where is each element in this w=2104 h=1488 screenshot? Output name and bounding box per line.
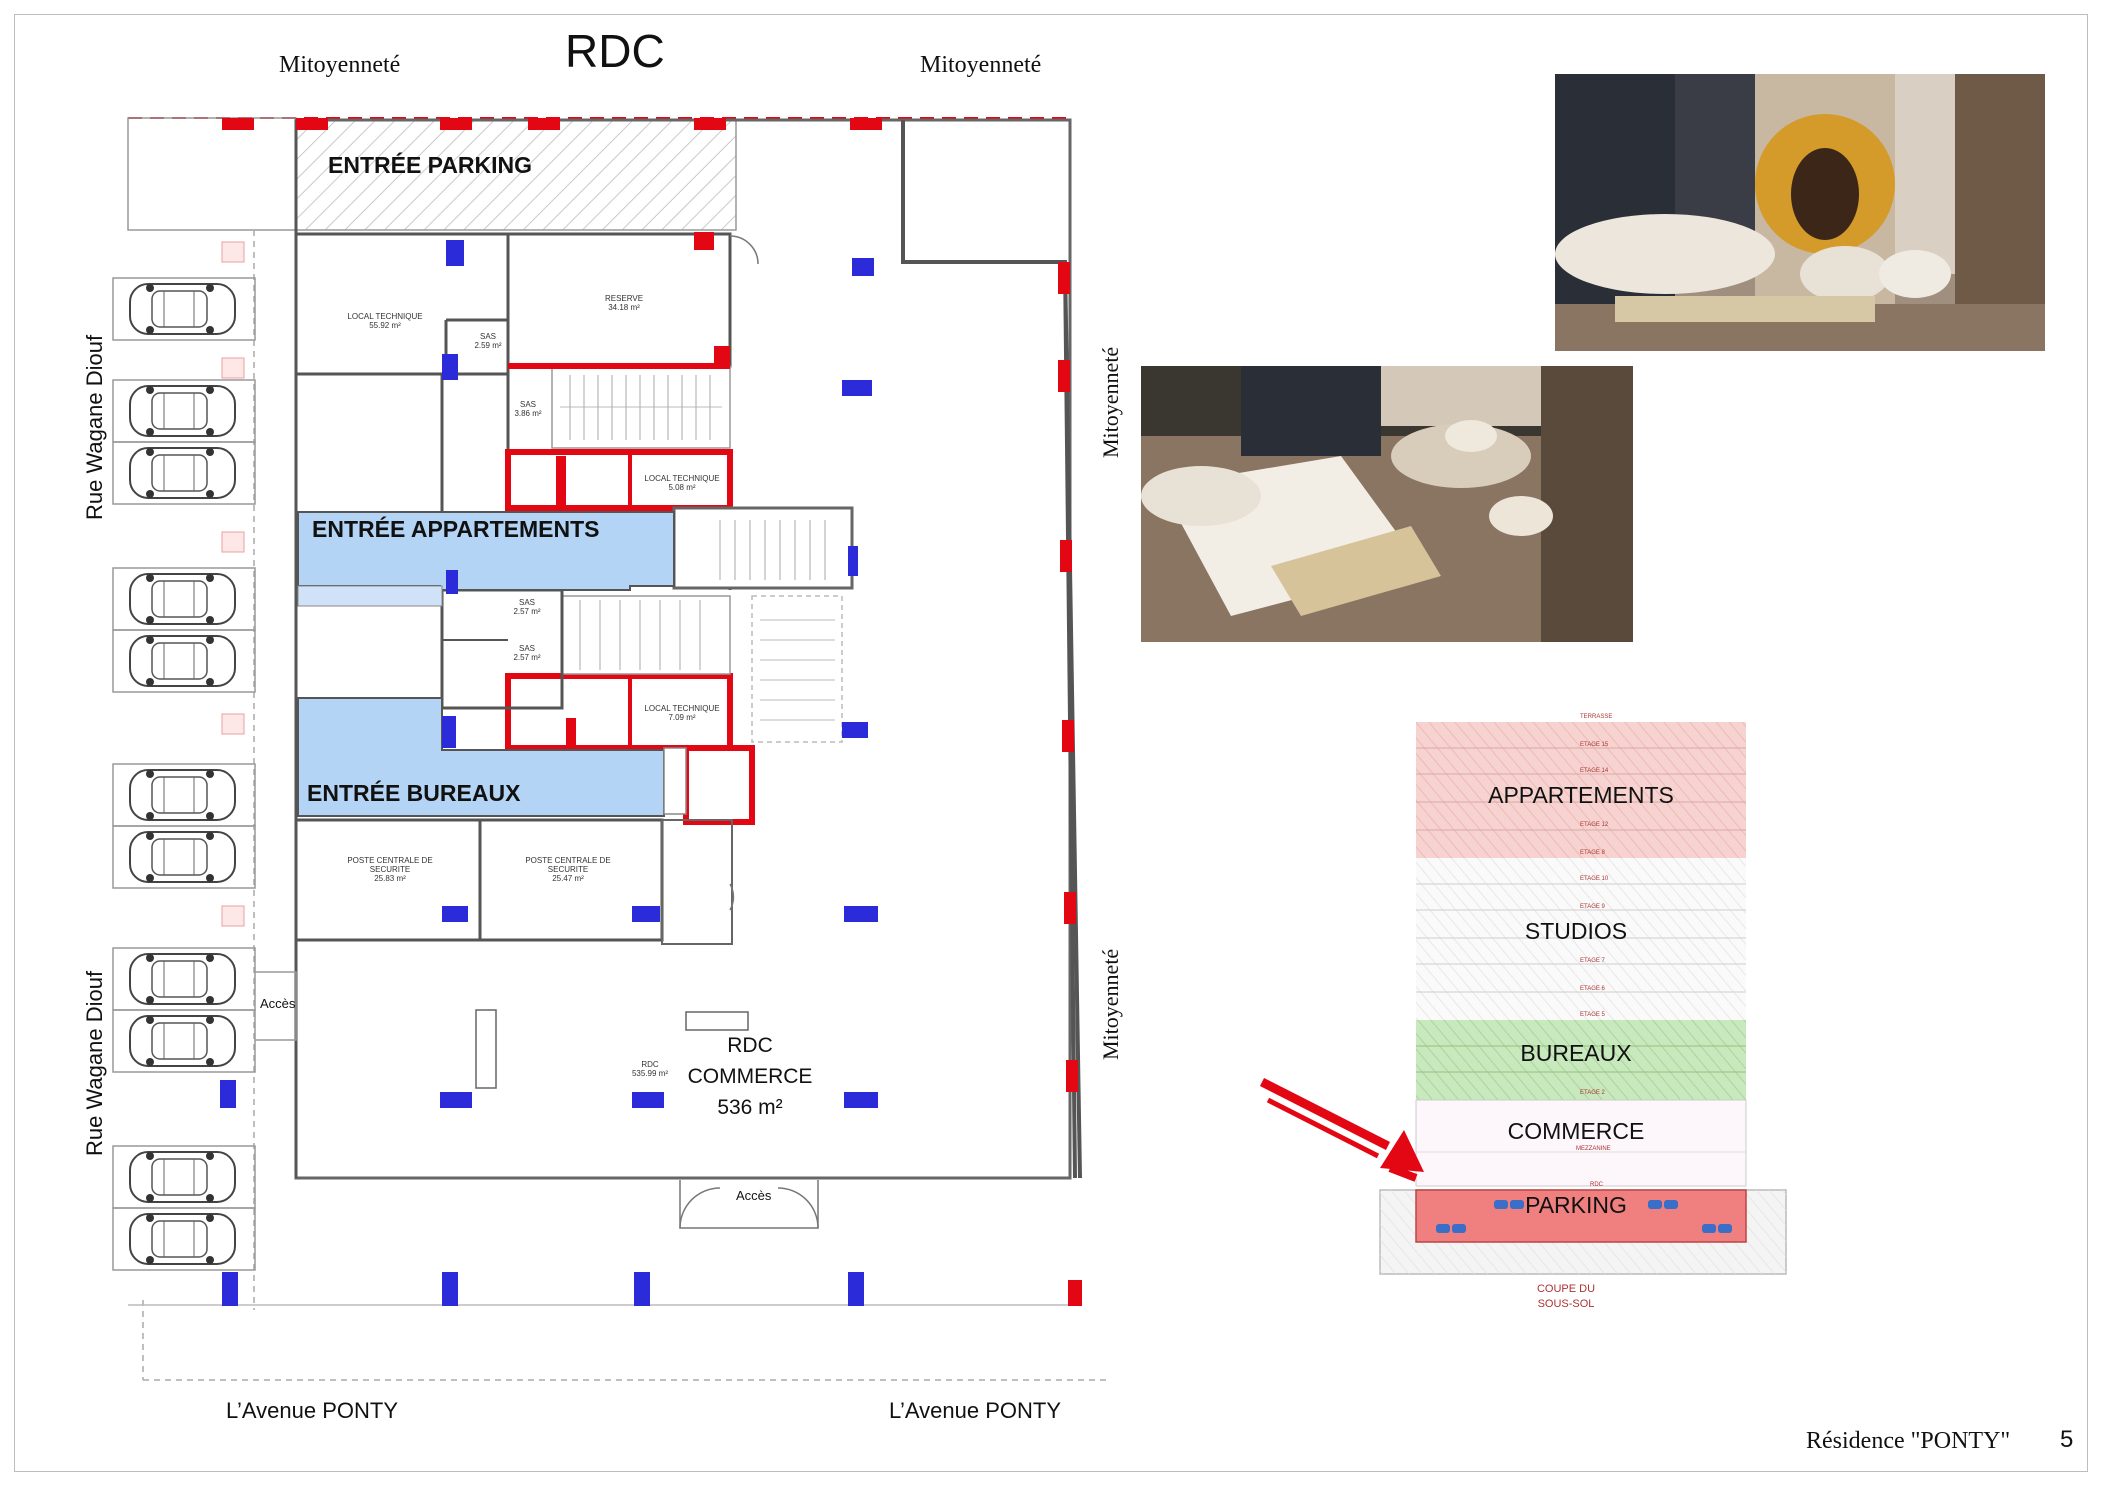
section-commerce bbox=[1415, 1099, 1747, 1187]
label-entree-appartements: ENTRÉE APPARTEMENTS bbox=[312, 516, 600, 542]
label-entree-bureaux: ENTRÉE BUREAUX bbox=[307, 780, 521, 806]
section-label-appartements: APPARTEMENTS bbox=[1488, 782, 1674, 808]
sec-small-etage-2: ETAGE 2 bbox=[1580, 1090, 1605, 1096]
footer-project-name: Résidence "PONTY" bbox=[1806, 1428, 2011, 1454]
render-living-room bbox=[1555, 74, 2045, 351]
commerce-label: RDC COMMERCE 536 m² bbox=[687, 1034, 813, 1119]
acces-bottom: Accès bbox=[736, 1188, 772, 1203]
sec-small-etage-10: ETAGE 10 bbox=[1580, 876, 1609, 882]
sec-small-terrasse: TERRASSE bbox=[1580, 714, 1613, 720]
sec-small-etage-12: ETAGE 12 bbox=[1580, 822, 1609, 828]
street-bottom-right: L’Avenue PONTY bbox=[889, 1398, 1062, 1423]
mitoyennete-top-left: Mitoyenneté bbox=[279, 52, 401, 78]
sec-small-etage-8: ETAGE 8 bbox=[1580, 850, 1605, 856]
section-label-commerce: COMMERCE bbox=[1507, 1118, 1645, 1144]
sec-small-etage-14: ETAGE 14 bbox=[1580, 768, 1609, 774]
sec-small-etage-15: ETAGE 15 bbox=[1580, 742, 1609, 748]
sec-small-rdc: RDC bbox=[1590, 1182, 1603, 1188]
plan-title: RDC bbox=[565, 25, 665, 77]
boundary-marks bbox=[222, 118, 1082, 1306]
footer-page-number: 5 bbox=[2060, 1426, 2074, 1453]
render-bedroom bbox=[1141, 366, 1633, 642]
page-frame bbox=[14, 14, 2088, 1472]
acces-left: Accès bbox=[260, 996, 296, 1011]
pillars bbox=[220, 240, 878, 1306]
sec-small-mezzanine: MEZZANINE bbox=[1576, 1146, 1611, 1152]
sec-small-etage-6: ETAGE 6 bbox=[1580, 986, 1605, 992]
section-label-bureaux: BUREAUX bbox=[1520, 1040, 1632, 1066]
label-entree-parking: ENTRÉE PARKING bbox=[328, 152, 533, 178]
sec-small-etage-9: ETAGE 9 bbox=[1580, 904, 1605, 910]
section-label-studios: STUDIOS bbox=[1524, 918, 1628, 944]
street-bottom-left: L’Avenue PONTY bbox=[226, 1398, 399, 1423]
parking-ramp bbox=[295, 119, 737, 231]
arrow-icon bbox=[1259, 1077, 1424, 1182]
mitoyennete-top-right: Mitoyenneté bbox=[920, 52, 1042, 78]
section-caption: COUPE DU SOUS-SOL bbox=[1536, 1283, 1596, 1310]
sec-small-etage-7: ETAGE 7 bbox=[1580, 958, 1605, 964]
sec-small-etage-5: ETAGE 5 bbox=[1580, 1012, 1605, 1018]
section-label-parking: PARKING bbox=[1525, 1192, 1627, 1218]
section-parking bbox=[1415, 1189, 1747, 1243]
